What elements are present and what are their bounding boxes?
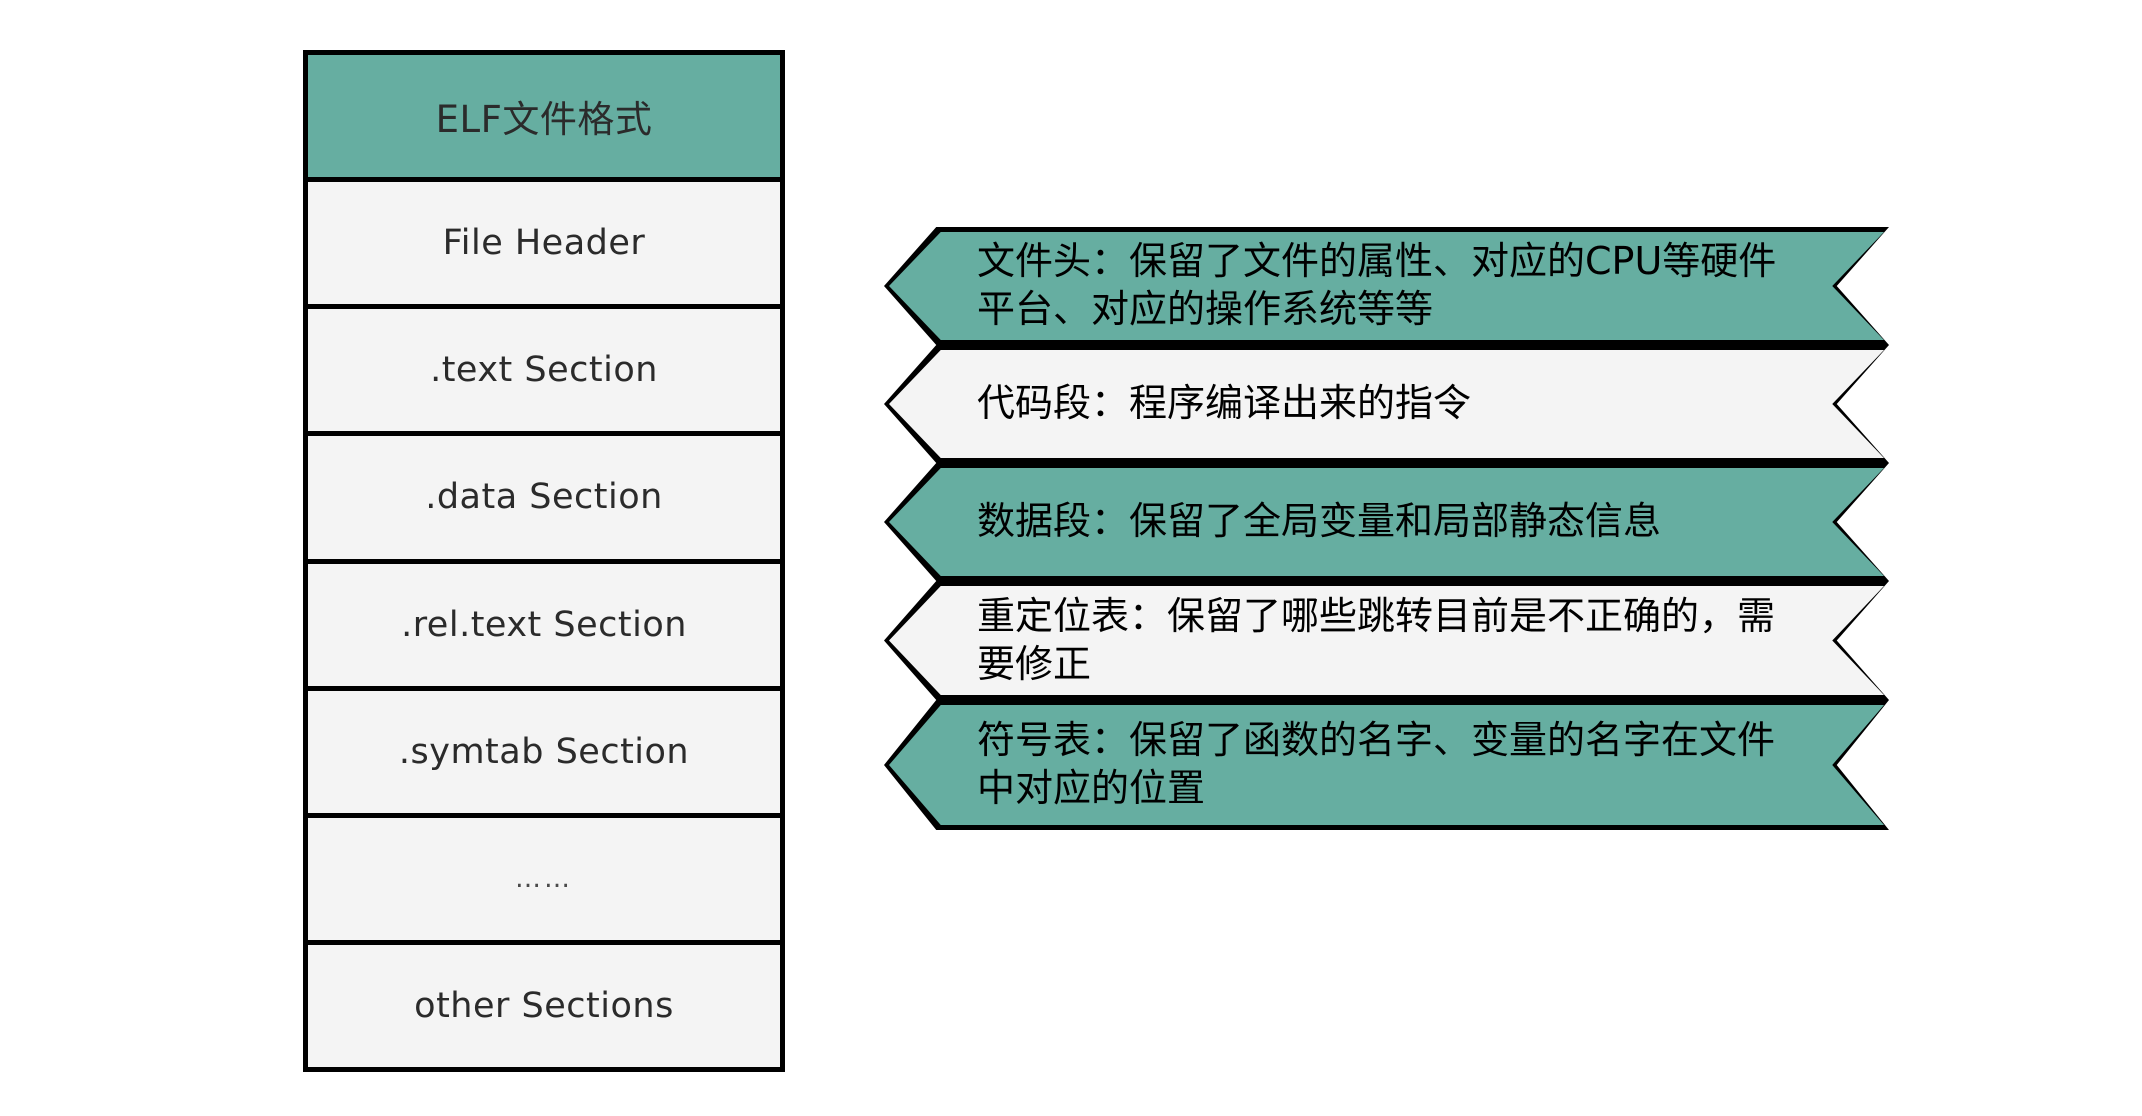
elf-row-symtab-section: .symtab Section	[308, 690, 780, 818]
elf-row-text-section: .text Section	[308, 309, 780, 437]
elf-row-ellipsis: ……	[308, 817, 780, 945]
banner-body: 数据段：保留了全局变量和局部静态信息	[889, 468, 1884, 576]
elf-file-format-stack: ELF文件格式 File Header .text Section .data …	[303, 50, 785, 1072]
elf-row-label: .data Section	[425, 477, 663, 518]
banner-text: 重定位表：保留了哪些跳转目前是不正确的，需要修正	[977, 593, 1776, 686]
elf-row-data-section: .data Section	[308, 436, 780, 564]
banner-text: 文件头：保留了文件的属性、对应的CPU等硬件平台、对应的操作系统等等	[977, 239, 1777, 331]
description-banner-stack: 文件头：保留了文件的属性、对应的CPU等硬件平台、对应的操作系统等等 代码段：程…	[884, 227, 1889, 830]
elf-row-label: other Sections	[414, 985, 674, 1026]
elf-row-other-sections: other Sections	[308, 944, 780, 1067]
elf-row-label: .text Section	[430, 350, 658, 391]
banner-text: 符号表：保留了函数的名字、变量的名字在文件中对应的位置	[977, 718, 1776, 810]
banner-body: 代码段：程序编译出来的指令	[889, 350, 1884, 458]
elf-stack-header-label: ELF文件格式	[435, 98, 653, 142]
banner-reltext-section: 重定位表：保留了哪些跳转目前是不正确的，需要修正	[884, 581, 1889, 700]
banner-text: 代码段：程序编译出来的指令	[977, 381, 1472, 426]
banner-symtab-section: 符号表：保留了函数的名字、变量的名字在文件中对应的位置	[884, 700, 1889, 830]
banner-body: 文件头：保留了文件的属性、对应的CPU等硬件平台、对应的操作系统等等	[889, 232, 1884, 340]
banner-text-section: 代码段：程序编译出来的指令	[884, 345, 1889, 463]
banner-body: 重定位表：保留了哪些跳转目前是不正确的，需要修正	[889, 586, 1884, 695]
elf-row-file-header: File Header	[308, 182, 780, 310]
elf-row-label: .rel.text Section	[401, 604, 687, 645]
elf-stack-header: ELF文件格式	[308, 55, 780, 183]
elf-row-label: .symtab Section	[398, 731, 690, 772]
banner-body: 符号表：保留了函数的名字、变量的名字在文件中对应的位置	[889, 705, 1884, 825]
elf-row-label: ……	[515, 863, 573, 894]
banner-text: 数据段：保留了全局变量和局部静态信息	[977, 499, 1662, 544]
elf-row-reltext-section: .rel.text Section	[308, 563, 780, 691]
elf-row-label: File Header	[442, 223, 646, 264]
banner-data-section: 数据段：保留了全局变量和局部静态信息	[884, 463, 1889, 581]
banner-file-header: 文件头：保留了文件的属性、对应的CPU等硬件平台、对应的操作系统等等	[884, 227, 1889, 345]
